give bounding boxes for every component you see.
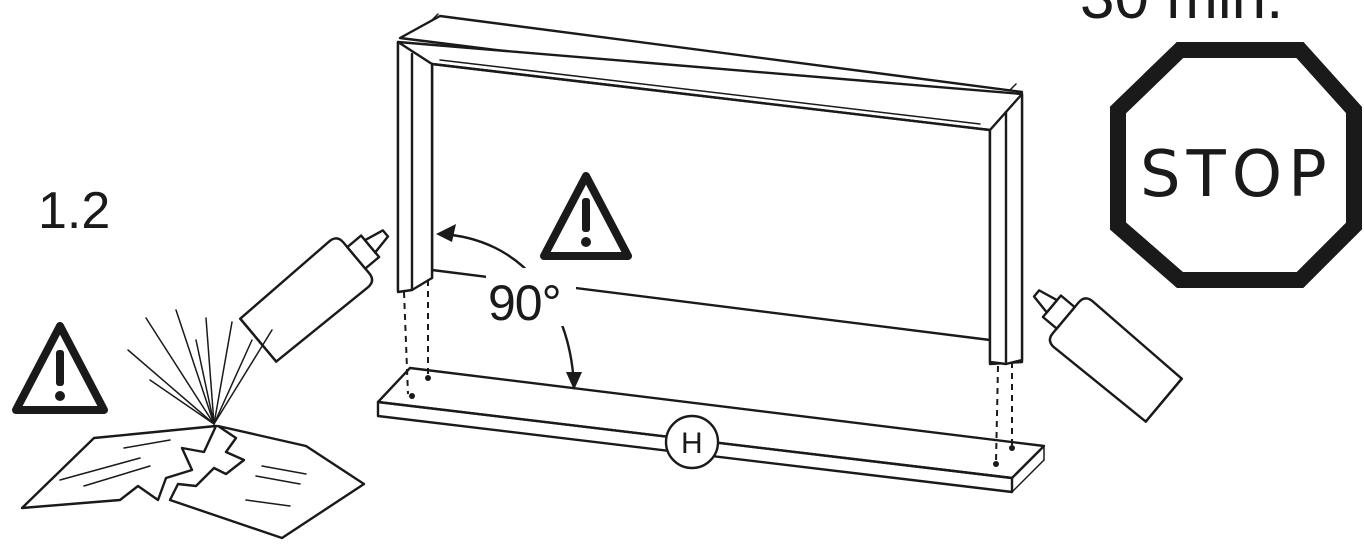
stop-sign-text: STOP bbox=[1140, 138, 1333, 212]
broken-glass-icon bbox=[20, 309, 366, 540]
alignment-guides bbox=[403, 280, 1013, 463]
header-partial-text: 30 min. bbox=[1080, 0, 1283, 32]
warning-triangle-icon bbox=[540, 172, 632, 260]
angle-indicator: 90° bbox=[436, 224, 582, 390]
glue-tube-icon bbox=[239, 229, 390, 363]
part-label-h: H bbox=[664, 414, 720, 470]
step-number: 1.2 bbox=[38, 182, 110, 240]
stop-sign-icon: STOP bbox=[1110, 42, 1362, 288]
angle-label: 90° bbox=[488, 275, 561, 331]
glue-tube-icon bbox=[1032, 289, 1183, 423]
frame-panel bbox=[396, 13, 1024, 366]
warning-triangle-icon bbox=[12, 322, 108, 414]
svg-text:H: H bbox=[681, 427, 703, 460]
